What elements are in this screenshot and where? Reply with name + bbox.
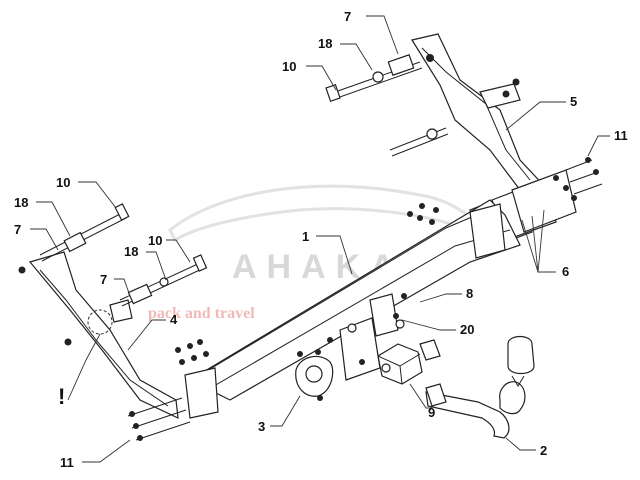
callout-9: 9 — [428, 405, 435, 420]
callout-7-top: 7 — [344, 9, 351, 24]
callout-10-mid: 10 — [148, 233, 162, 248]
socket-bracket-part-3 — [295, 337, 334, 401]
callout-18-mid: 18 — [124, 244, 138, 259]
right-side-bolts — [565, 159, 603, 195]
watermark-tagline: pack and travel — [148, 305, 255, 322]
warning-mark: ! — [58, 384, 65, 409]
callout-18-top: 18 — [318, 36, 332, 51]
callout-11-right: 11 — [614, 128, 628, 143]
callout-7-left: 7 — [14, 222, 21, 237]
center-bracket — [339, 293, 407, 381]
callout-1: 1 — [302, 229, 309, 244]
left-lower-bolts — [127, 397, 191, 441]
main-crossbar-part-1 — [184, 199, 521, 419]
callout-11-left: 11 — [60, 455, 74, 470]
callout-labels: 7 18 10 5 11 10 18 7 18 10 1 6 7 4 8 20 … — [14, 9, 628, 470]
callout-7-mid: 7 — [100, 272, 107, 287]
callout-3: 3 — [258, 419, 265, 434]
right-side-bracket-part-5 — [411, 33, 549, 201]
callout-4: 4 — [170, 312, 178, 327]
callout-18-left: 18 — [14, 195, 28, 210]
callout-20: 20 — [460, 322, 474, 337]
electrical-socket-part-9 — [377, 339, 441, 385]
callout-8: 8 — [466, 286, 473, 301]
callout-2: 2 — [540, 443, 547, 458]
left-bar-fasteners — [175, 203, 439, 365]
left-side-bracket-part-4 — [28, 251, 179, 420]
callout-10-top: 10 — [282, 59, 296, 74]
callout-10-left: 10 — [56, 175, 70, 190]
towball-neck-part-2 — [425, 335, 535, 439]
left-bolt-sets — [18, 203, 208, 346]
top-bolt-set — [325, 54, 520, 157]
leader-lines — [30, 15, 610, 463]
callout-6: 6 — [562, 264, 569, 279]
callout-5: 5 — [570, 94, 577, 109]
